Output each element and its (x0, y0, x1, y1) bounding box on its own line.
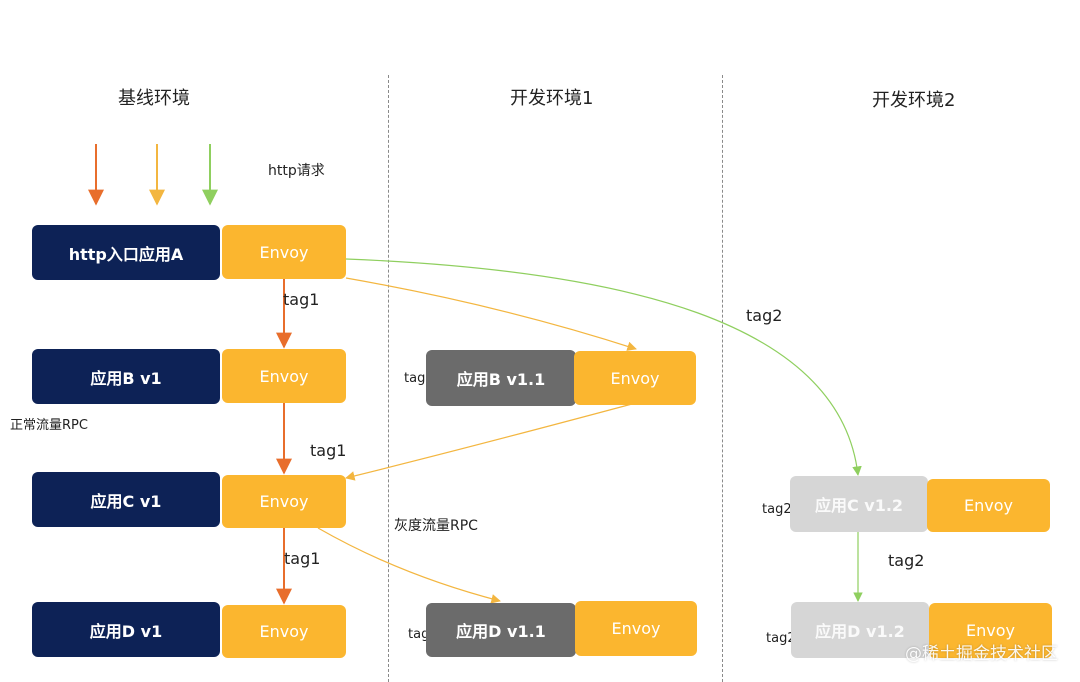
app-d12-box: 应用D v1.2 (791, 602, 929, 658)
tag2-label-c12: tag2 (762, 502, 792, 517)
watermark: @稀土掘金技术社区 (905, 644, 1058, 664)
heading-baseline: 基线环境 (118, 88, 190, 109)
http-request-label: http请求 (268, 163, 325, 179)
tag1-label-ab: tag1 (283, 290, 320, 309)
envoy-a: Envoy (222, 225, 346, 279)
heading-dev2: 开发环境2 (872, 90, 956, 111)
arrow-c-to-d11 (317, 527, 501, 604)
app-c12-box: 应用C v1.2 (790, 476, 928, 532)
divider-1 (388, 75, 389, 682)
arrow-b11-to-c (345, 403, 633, 481)
envoy-b: Envoy (222, 349, 346, 403)
arrow-a-to-b11 (345, 277, 637, 351)
envoy-d11: Envoy (575, 601, 697, 656)
gray-rpc-label: 灰度流量RPC (394, 518, 478, 534)
envoy-c: Envoy (222, 475, 346, 528)
app-b11-box: 应用B v1.1 (426, 350, 576, 406)
tag2-label-d12: tag2 (766, 631, 796, 646)
envoy-c12: Envoy (927, 479, 1050, 532)
envoy-b11: Envoy (574, 351, 696, 405)
tag1-label-bc: tag1 (310, 441, 347, 460)
app-d11-box: 应用D v1.1 (426, 603, 576, 657)
divider-2 (722, 75, 723, 682)
normal-rpc-label: 正常流量RPC (10, 418, 88, 433)
tag2-label-cd12: tag2 (888, 551, 925, 570)
app-b-box: 应用B v1 (32, 349, 220, 404)
tag2-label-curve: tag2 (746, 306, 783, 325)
envoy-d: Envoy (222, 605, 346, 658)
arrow-a-to-c12 (345, 258, 862, 476)
app-d-box: 应用D v1 (32, 602, 220, 657)
envoy-d12: Envoy (929, 603, 1052, 658)
app-c-box: 应用C v1 (32, 472, 220, 527)
app-a-box: http入口应用A (32, 225, 220, 280)
heading-dev1: 开发环境1 (510, 88, 594, 109)
tag1-label-cd: tag1 (284, 549, 321, 568)
